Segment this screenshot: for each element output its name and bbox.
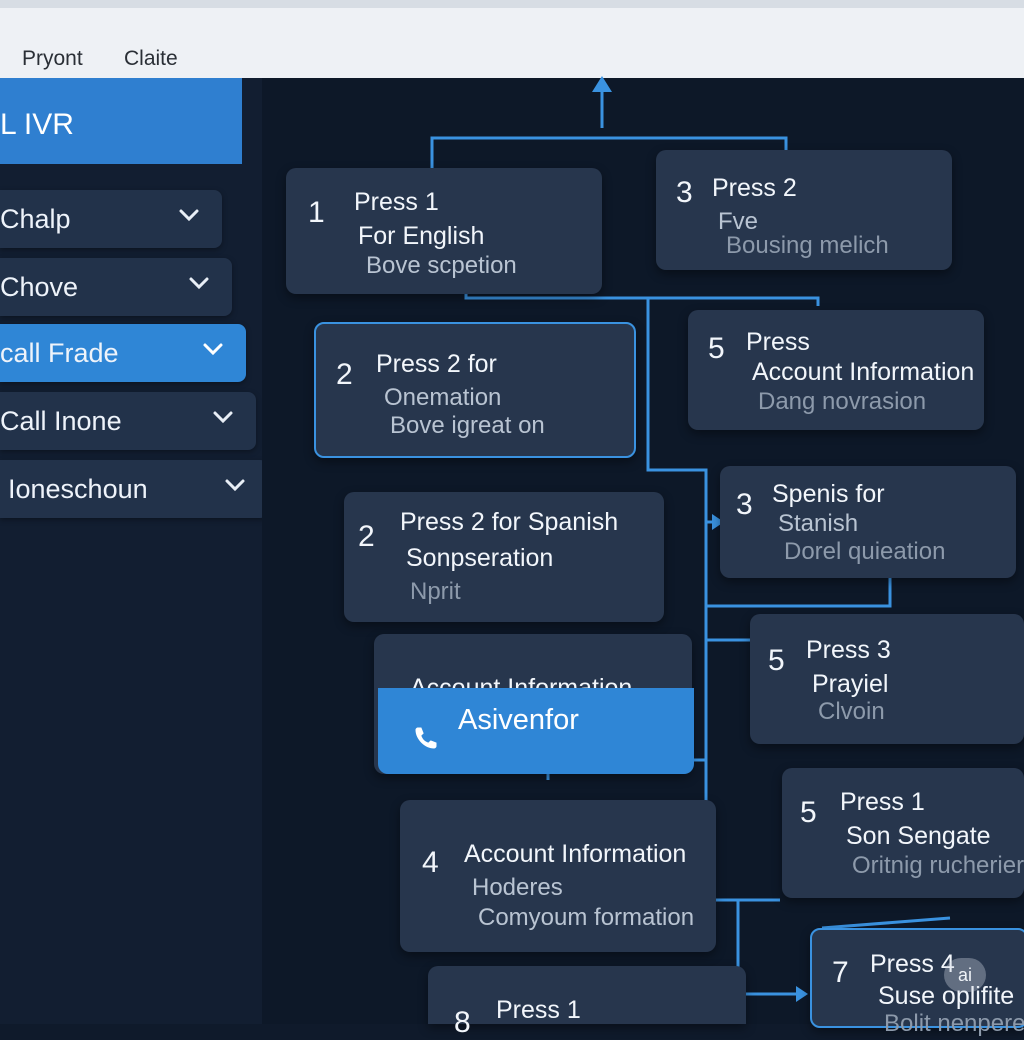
sidebar-item-chove[interactable]: Chove bbox=[0, 258, 232, 316]
menu-bar: Pryont Claite bbox=[0, 0, 1024, 79]
node-title: Press 1 bbox=[354, 188, 439, 216]
node-subtitle: Fve bbox=[718, 208, 759, 235]
ivr-node-spanish[interactable]: 3 Spenis for Stanish Dorel quieation bbox=[720, 466, 1016, 578]
ivr-node-press4[interactable]: 7 Press 4 Suse oplifite Bolit nenpere bbox=[810, 928, 1024, 1037]
node-number: 1 bbox=[308, 196, 325, 229]
node-description: Bove scpetion bbox=[366, 252, 517, 279]
ivr-node-press3-prayiel[interactable]: 5 Press 3 Prayiel Clvoin bbox=[750, 614, 1024, 744]
sidebar-item-label: Chalp bbox=[0, 204, 71, 234]
node-subtitle: Prayiel bbox=[812, 670, 889, 698]
node-title: Press 4 bbox=[870, 950, 955, 978]
node-number: 5 bbox=[708, 332, 725, 365]
node-description: Bove igreat on bbox=[390, 412, 545, 439]
node-title: Press 2 for Spanish bbox=[400, 508, 619, 536]
menu-item-claite[interactable]: Claite bbox=[124, 47, 178, 70]
ivr-node-onemation[interactable]: 2 Press 2 for Onemation Bove igreat on bbox=[314, 322, 636, 458]
node-number: 7 bbox=[832, 956, 849, 989]
node-description: Bolit nenpere bbox=[884, 1010, 1024, 1037]
node-number: 3 bbox=[676, 176, 693, 209]
phone-icon bbox=[415, 727, 437, 749]
ivr-node-account-information[interactable]: 5 Press Account Information Dang novrasi… bbox=[688, 310, 984, 430]
chevron-down-icon[interactable] bbox=[178, 204, 200, 226]
ivr-node-press1-sengate[interactable]: 5 Press 1 Son Sengate Oritnig rucherier bbox=[782, 768, 1024, 898]
node-title: Spenis for bbox=[772, 480, 885, 508]
node-subtitle: Son Sengate bbox=[846, 822, 991, 850]
sidebar-item-label: Ioneschoun bbox=[8, 474, 148, 504]
ivr-node-account-info-4[interactable]: 4 Account Information Hoderes Comyoum fo… bbox=[400, 800, 716, 952]
node-subtitle: For English bbox=[358, 222, 485, 250]
sidebar-title-bar[interactable]: L IVR bbox=[0, 78, 242, 164]
chevron-down-icon[interactable] bbox=[224, 474, 246, 496]
node-title: Press 2 bbox=[712, 174, 797, 202]
node-number: 4 bbox=[422, 846, 439, 879]
node-subtitle: Stanish bbox=[778, 510, 859, 537]
node-number: 5 bbox=[800, 796, 817, 829]
node-subtitle: Sonpseration bbox=[406, 544, 554, 572]
node-title: Press 1 bbox=[496, 996, 581, 1024]
node-subtitle: Hoderes bbox=[472, 874, 563, 901]
chevron-down-icon[interactable] bbox=[188, 272, 210, 294]
sidebar-item-label: Call Inone bbox=[0, 406, 122, 436]
ivr-node-press2-fve[interactable]: 3 Press 2 Fve Bousing melich bbox=[656, 150, 952, 270]
node-subtitle: Onemation bbox=[384, 384, 502, 411]
node-title: Press bbox=[746, 328, 810, 356]
sidebar-item-label: Chove bbox=[0, 272, 79, 302]
node-number: 2 bbox=[336, 358, 353, 391]
menu-item-pryont[interactable]: Pryont bbox=[22, 47, 83, 70]
sidebar-title: L IVR bbox=[0, 108, 74, 141]
ai-badge: ai bbox=[944, 958, 986, 992]
sidebar-item-call-inone[interactable]: Call Inone bbox=[0, 392, 256, 450]
node-number: 3 bbox=[736, 488, 753, 521]
sidebar-item-chalp[interactable]: Chalp bbox=[0, 190, 222, 248]
sidebar-item-ioneschoun[interactable]: Ioneschoun bbox=[0, 460, 268, 518]
node-description: Comyoum formation bbox=[478, 904, 695, 931]
node-description: Nprit bbox=[410, 578, 461, 605]
node-description: Clvoin bbox=[818, 698, 885, 725]
account-action-label: Asivenfor bbox=[458, 704, 579, 736]
node-description: Oritnig rucherier bbox=[852, 852, 1024, 879]
node-title: Press 3 bbox=[806, 636, 891, 664]
ivr-node-press1-bottom[interactable]: 8 Press 1 bbox=[428, 966, 746, 1039]
node-title: Press 1 bbox=[840, 788, 925, 816]
chevron-down-icon[interactable] bbox=[202, 338, 224, 360]
sidebar-item-call-frade[interactable]: call Frade bbox=[0, 324, 246, 382]
node-number: 8 bbox=[454, 1006, 471, 1039]
node-number: 5 bbox=[768, 644, 785, 677]
sidebar-item-label: call Frade bbox=[0, 338, 119, 368]
ivr-node-english[interactable]: 1 Press 1 For English Bove scpetion bbox=[286, 168, 602, 294]
ivr-node-press2-spanish[interactable]: 2 Press 2 for Spanish Sonpseration Nprit bbox=[344, 492, 664, 622]
node-description: Dorel quieation bbox=[784, 538, 946, 565]
node-title: Press 2 for bbox=[376, 350, 497, 378]
node-title: Account Information bbox=[464, 840, 687, 868]
node-description: Bousing melich bbox=[726, 232, 889, 259]
account-action-bar[interactable]: Asivenfor bbox=[378, 688, 694, 774]
node-subtitle: Suse oplifite bbox=[878, 982, 1015, 1010]
chevron-down-icon[interactable] bbox=[212, 406, 234, 428]
window-top-strip bbox=[0, 0, 1024, 8]
node-subtitle: Account Information bbox=[752, 358, 975, 386]
node-number: 2 bbox=[358, 520, 375, 553]
node-description: Dang novrasion bbox=[758, 388, 927, 415]
